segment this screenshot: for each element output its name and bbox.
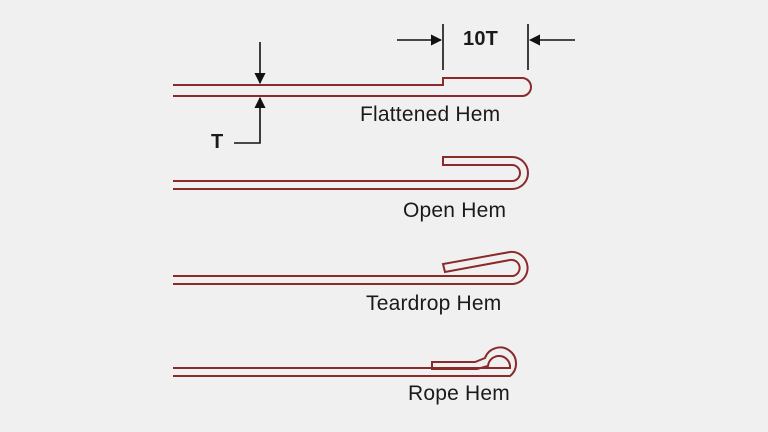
flattened-hem-shape (173, 77, 532, 97)
thickness-label: T (211, 131, 224, 153)
open-hem-label: Open Hem (403, 199, 507, 222)
flattened-hem-label: Flattened Hem (360, 103, 501, 126)
thickness-dimension (234, 42, 266, 144)
open-hem-shape (173, 156, 529, 190)
rope-hem-label: Rope Hem (408, 382, 510, 405)
teardrop-hem-shape (173, 250, 529, 285)
arrow-up-leader (234, 96, 266, 144)
hem-length-dimension (397, 24, 575, 70)
hem-length-label: 10T (463, 28, 499, 50)
teardrop-hem-label: Teardrop Hem (366, 292, 502, 315)
rope-hem-shape (173, 346, 517, 377)
